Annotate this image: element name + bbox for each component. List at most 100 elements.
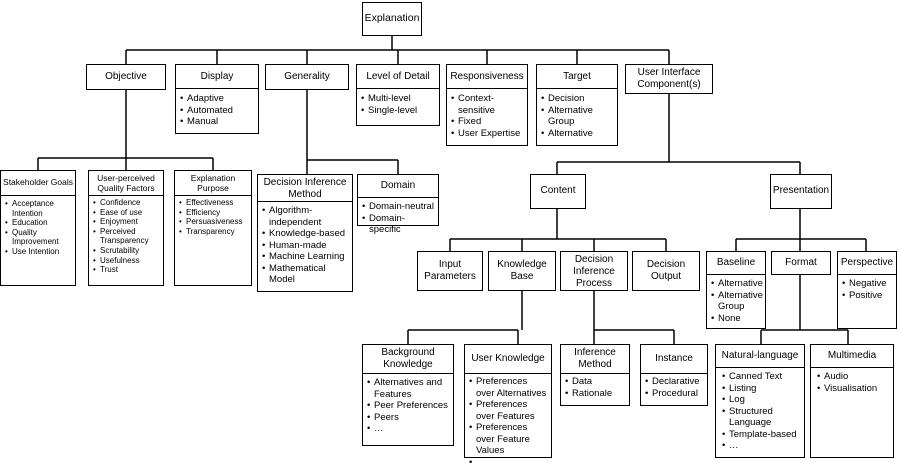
list-item: Algorithm-independent <box>262 205 349 228</box>
list-item: Domain-neutral <box>362 201 435 213</box>
list-item: Persuasiveness <box>179 217 248 227</box>
instance-list: Declarative Procedural <box>641 373 707 399</box>
node-multimedia: Multimedia Audio Visualisation <box>810 344 894 458</box>
list-item: Alternative <box>711 278 763 290</box>
node-decision-output: Decision Output <box>632 251 700 291</box>
list-item: Ease of use <box>93 208 160 218</box>
inference-method-list: Data Rationale <box>561 373 629 399</box>
baseline-list: Alternative Alternative Group None <box>707 274 765 324</box>
presentation-title: Presentation <box>772 185 830 196</box>
list-item: Knowledge-based <box>262 228 349 240</box>
responsiveness-list: Context-sensitive Fixed User Expertise <box>447 88 527 139</box>
list-item: Preferences over Features <box>469 399 548 422</box>
list-item: Alternatives and Features <box>367 377 450 400</box>
list-item: Positive <box>842 290 893 302</box>
list-item: Declarative <box>645 376 704 388</box>
display-title: Display <box>200 71 234 82</box>
node-baseline: Baseline Alternative Alternative Group N… <box>706 251 766 329</box>
list-item: Efficiency <box>179 208 248 218</box>
list-item: Multi-level <box>361 93 435 105</box>
list-item: … <box>367 423 450 435</box>
perspective-title: Perspective <box>840 257 894 268</box>
list-item: Peers <box>367 412 450 424</box>
node-user-interface-components: User Interface Component(s) <box>625 64 713 94</box>
dip-title: Decision Inference Process <box>573 254 615 289</box>
list-item: Preferences over Alternatives <box>469 376 548 399</box>
list-item: Decision <box>541 93 613 105</box>
list-item: Audio <box>817 371 890 383</box>
list-item: Adaptive <box>180 93 254 105</box>
node-presentation: Presentation <box>770 174 832 209</box>
multimedia-list: Audio Visualisation <box>811 367 893 394</box>
list-item: Listing <box>722 383 801 395</box>
decision-output-title: Decision Output <box>646 259 686 282</box>
list-item: Education <box>5 218 72 228</box>
perspective-list: Negative Positive <box>838 274 896 301</box>
node-user-knowledge: User Knowledge Preferences over Alternat… <box>464 344 552 463</box>
node-natural-language: Natural-language Canned Text Listing Log… <box>715 344 805 458</box>
node-explanation-purpose: Explanation Purpose Effectiveness Effici… <box>174 170 252 286</box>
node-user-perceived-quality-factors: User-perceived Quality Factors Confidenc… <box>88 170 164 286</box>
node-objective: Objective <box>86 64 166 90</box>
list-item: Peer Preferences <box>367 400 450 412</box>
list-item: Template-based <box>722 429 801 441</box>
list-item: Structured Language <box>722 406 801 429</box>
user-knowledge-title: User Knowledge <box>471 353 545 364</box>
target-title: Target <box>563 71 591 82</box>
root-node: Explanation <box>362 2 422 36</box>
list-item: Transparency <box>179 227 248 237</box>
node-display: Display Adaptive Automated Manual <box>175 64 259 134</box>
node-background-knowledge: Background Knowledge Alternatives and Fe… <box>362 344 454 446</box>
list-item: Trust <box>93 265 160 275</box>
stakeholder-goals-title: Stakeholder Goals <box>3 177 73 187</box>
list-item: Single-level <box>361 105 435 117</box>
explanation-purpose-title: Explanation Purpose <box>190 173 236 193</box>
list-item: … <box>722 440 801 452</box>
list-item: … <box>469 457 548 463</box>
input-parameters-title: Input Parameters <box>424 259 476 282</box>
list-item: Enjoyment <box>93 217 160 227</box>
list-item: Confidence <box>93 198 160 208</box>
node-responsiveness: Responsiveness Context-sensitive Fixed U… <box>446 64 528 146</box>
list-item: Negative <box>842 278 893 290</box>
dim-list: Algorithm-independent Knowledge-based Hu… <box>258 201 352 286</box>
list-item: Visualisation <box>817 383 890 395</box>
node-format: Format <box>771 251 831 275</box>
node-content: Content <box>530 174 586 209</box>
list-item: Usefulness <box>93 256 160 266</box>
domain-list: Domain-neutral Domain-specific <box>358 197 438 236</box>
node-stakeholder-goals: Stakeholder Goals Acceptance Intention E… <box>0 170 76 286</box>
list-item: Canned Text <box>722 371 801 383</box>
list-item: Procedural <box>645 388 704 400</box>
instance-title: Instance <box>655 353 693 364</box>
node-input-parameters: Input Parameters <box>417 251 483 291</box>
node-knowledge-base: Knowledge Base <box>488 251 556 291</box>
list-item: None <box>711 313 762 325</box>
generality-title: Generality <box>284 71 330 82</box>
list-item: Acceptance Intention <box>5 199 72 218</box>
list-item: Perceived Transparency <box>93 227 160 246</box>
natural-language-title: Natural-language <box>721 350 799 361</box>
list-item: Data <box>565 376 626 388</box>
list-item: Rationale <box>565 388 626 400</box>
list-item: Scrutability <box>93 246 160 256</box>
list-item: Preferences over Feature Values <box>469 422 548 457</box>
knowledge-base-title: Knowledge Base <box>497 259 547 282</box>
list-item: Log <box>722 394 801 406</box>
display-list: Adaptive Automated Manual <box>176 88 258 128</box>
node-target: Target Decision Alternative Group Altern… <box>536 64 618 146</box>
objective-title: Objective <box>105 71 147 82</box>
level-title: Level of Detail <box>366 71 430 82</box>
inference-method-title: Inference Method <box>574 347 616 370</box>
list-item: Alternative Group <box>541 105 613 128</box>
user-knowledge-list: Preferences over Alternatives Preference… <box>465 373 551 463</box>
natural-language-list: Canned Text Listing Log Structured Langu… <box>716 367 804 452</box>
baseline-title: Baseline <box>716 257 756 268</box>
root-title: Explanation <box>364 12 420 24</box>
dim-title: Decision Inference Method <box>263 177 347 200</box>
list-item: Manual <box>180 116 254 128</box>
level-list: Multi-level Single-level <box>357 88 439 116</box>
background-knowledge-list: Alternatives and Features Peer Preferenc… <box>363 373 453 435</box>
list-item: Context-sensitive <box>451 93 523 116</box>
